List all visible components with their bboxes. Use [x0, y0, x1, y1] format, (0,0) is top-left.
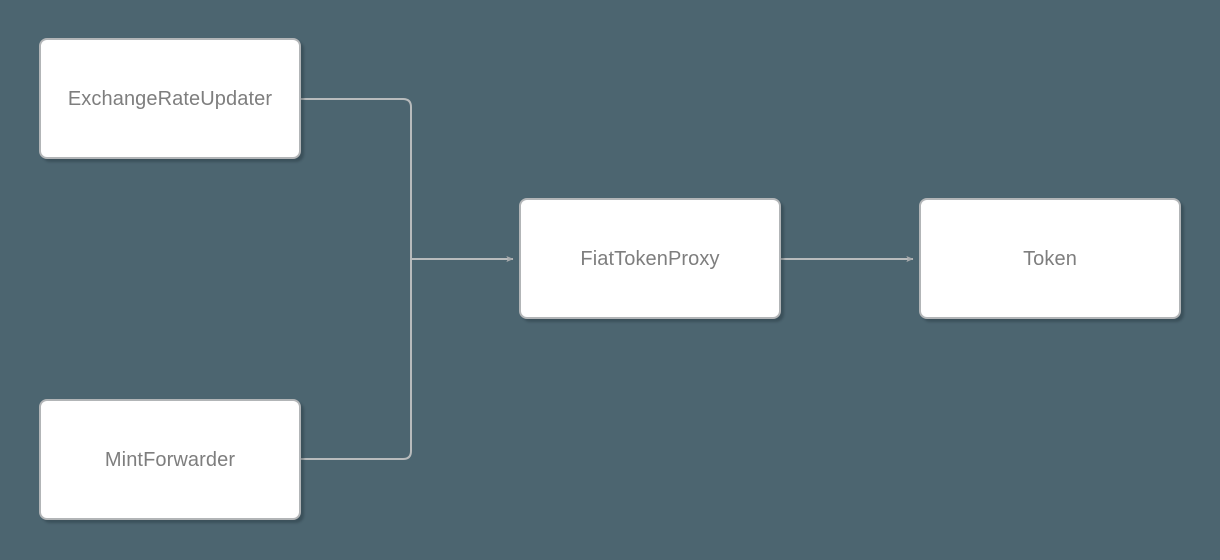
node-label-exchange-rate-updater: ExchangeRateUpdater: [67, 87, 273, 110]
edge-exchange-rate-updater-to-fiat-token-proxy: [301, 98, 412, 259]
node-label-mint-forwarder: MintForwarder: [104, 448, 236, 471]
node-mint-forwarder[interactable]: MintForwarder: [39, 399, 301, 520]
node-label-fiat-token-proxy: FiatTokenProxy: [580, 247, 720, 270]
node-label-token: Token: [1023, 247, 1077, 270]
node-token[interactable]: Token: [919, 198, 1181, 319]
node-fiat-token-proxy[interactable]: FiatTokenProxy: [519, 198, 781, 319]
node-exchange-rate-updater[interactable]: ExchangeRateUpdater: [39, 38, 301, 159]
edge-mint-forwarder-to-fiat-token-proxy: [301, 259, 412, 460]
